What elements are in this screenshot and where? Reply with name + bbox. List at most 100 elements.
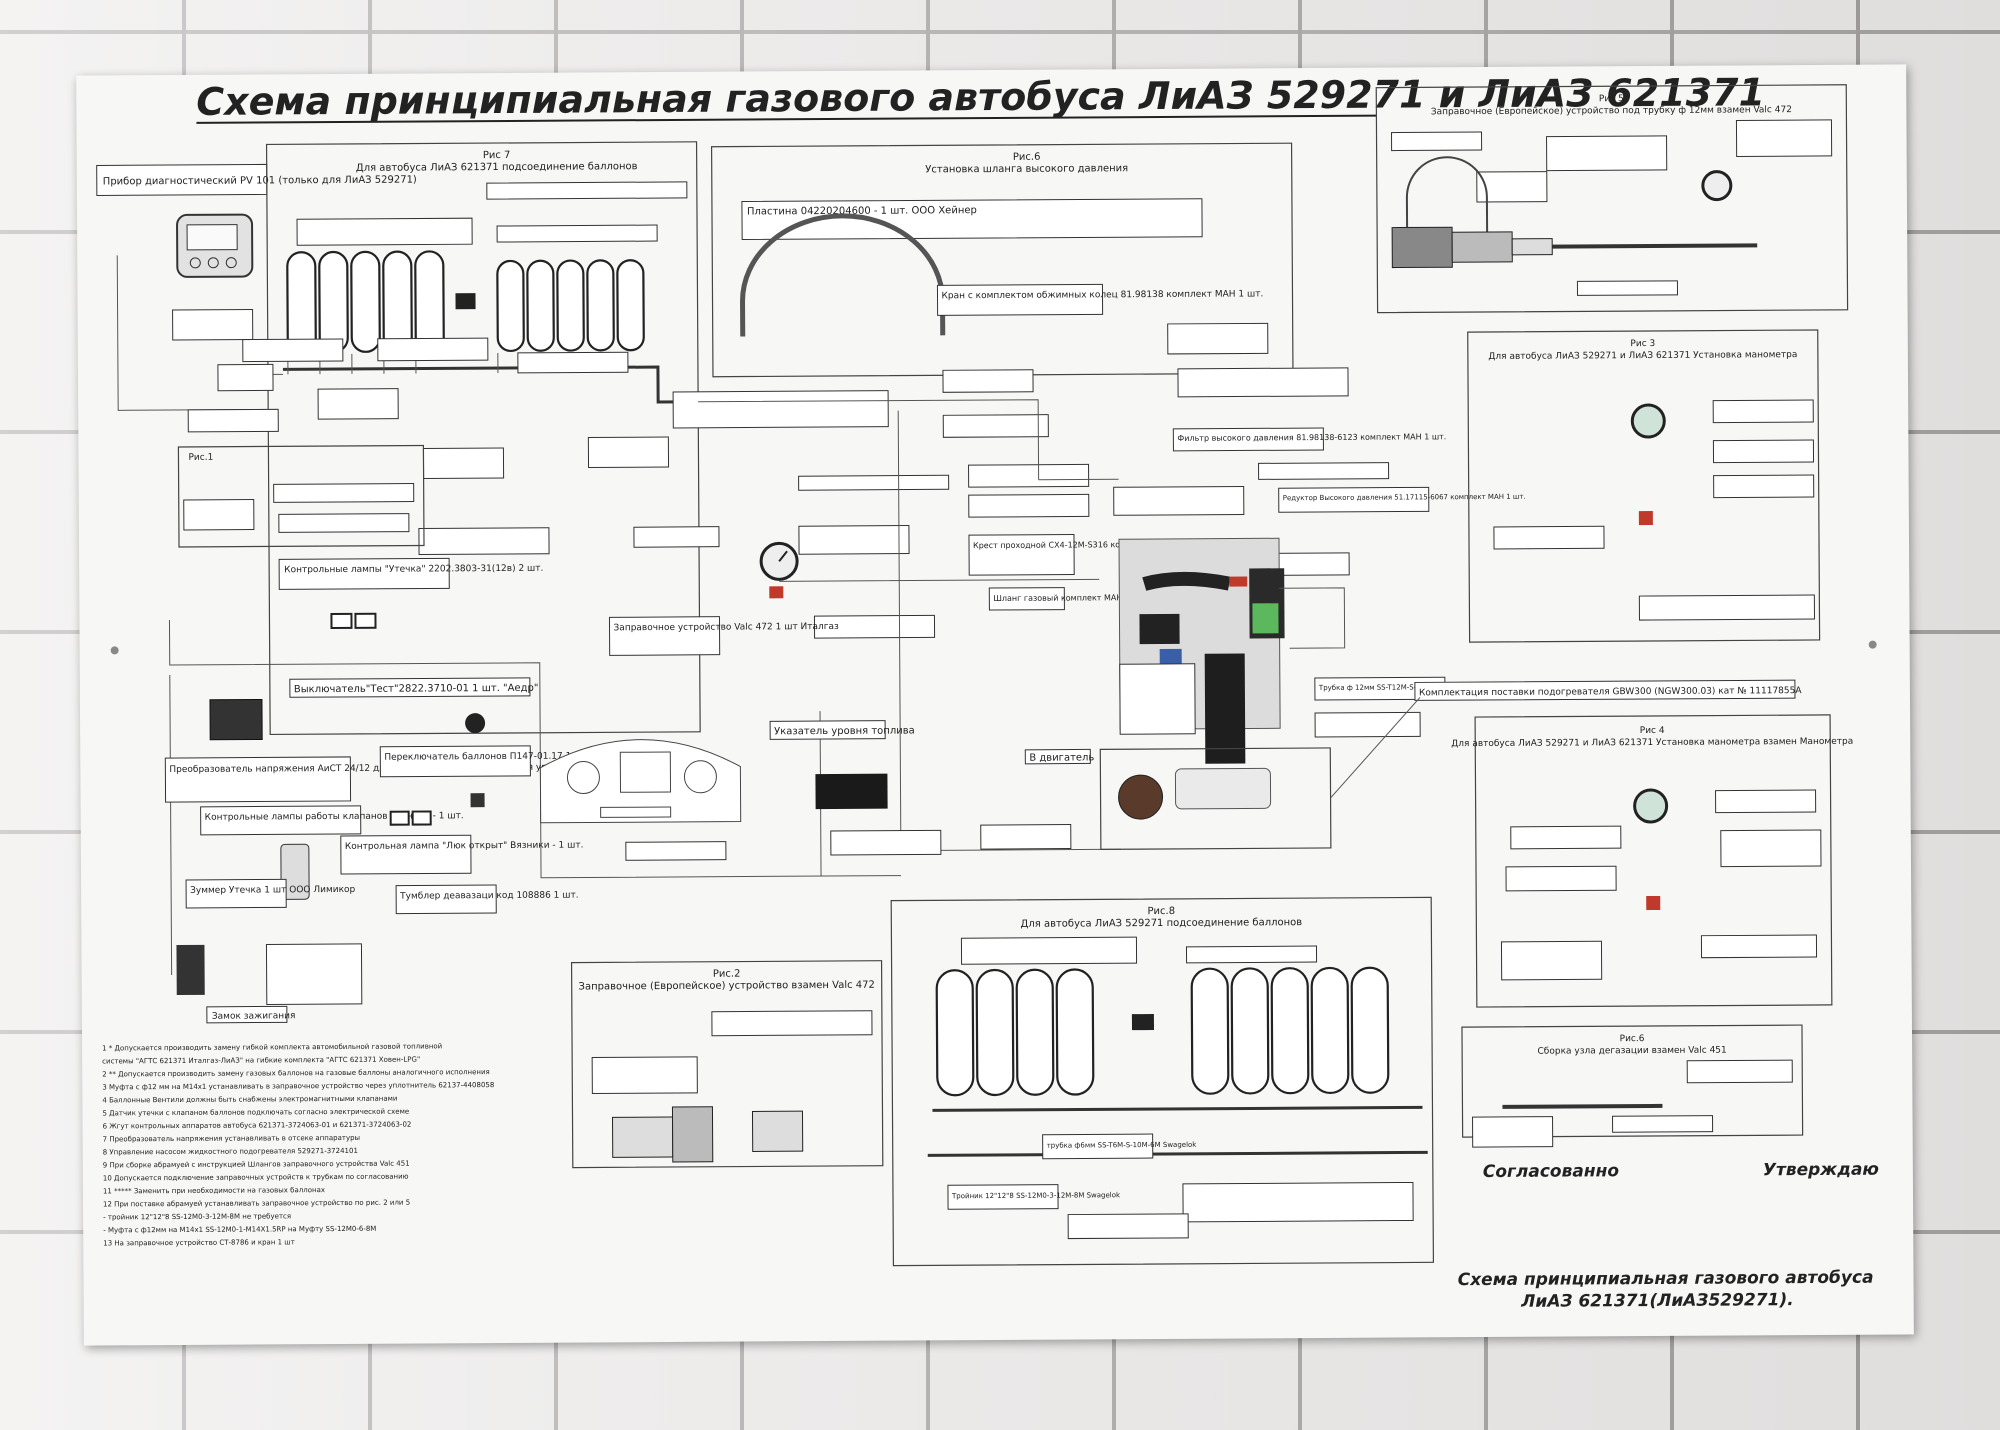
toggle-box bbox=[395, 884, 497, 915]
fig8-caption: Для автобуса ЛиАЗ 529271 подсоединение б… bbox=[1020, 917, 1302, 930]
mounting-hole bbox=[1868, 640, 1877, 649]
switch-test-label: Выключатель"Тест"2822.3710-01 1 шт. "Аед… bbox=[294, 683, 539, 695]
fitting-kit-box bbox=[936, 283, 1104, 316]
schematic-board: Схема принципиальная газового автобуса Л… bbox=[76, 64, 1914, 1346]
svg-text:13 На заправочное устройство С: 13 На заправочное устройство СТ-8786 и к… bbox=[103, 1238, 295, 1247]
fig3-name: Рис 3 bbox=[1630, 339, 1655, 349]
filling-device-box bbox=[608, 616, 721, 656]
ignition-block-icon bbox=[176, 944, 205, 996]
fig6b-frame bbox=[1461, 1024, 1804, 1138]
solenoid-valve-icon bbox=[455, 293, 476, 310]
gas-hose-box bbox=[988, 587, 1065, 611]
hatch-lamp-box bbox=[340, 834, 472, 875]
fig6-name: Рис.6 bbox=[1013, 152, 1041, 163]
valve-lamp-icon bbox=[389, 810, 410, 826]
tube-bend-label: трубка ф6мм SS-T6M-S-10M-6M Swagelok bbox=[1047, 1141, 1198, 1150]
fuel-level-label: Указатель уровня топлива bbox=[774, 725, 915, 737]
filling-device-label: Заправочное устройство Valc 472 1 шт Ита… bbox=[613, 622, 839, 633]
buzzer-label: Зуммер Утечка 1 шт ООО Лимикор bbox=[190, 885, 355, 896]
fig3-frame bbox=[1467, 329, 1821, 643]
hatch-lamp-label: Контрольная лампа "Люк открыт" Вязники -… bbox=[345, 841, 584, 852]
gas-reducer-module bbox=[1118, 537, 1285, 764]
buzzer-icon bbox=[280, 843, 310, 900]
leak-lamp-icon bbox=[330, 612, 353, 630]
high-pressure-hose bbox=[740, 213, 946, 337]
fig7-caption: Для автобуса ЛиАЗ 621371 подсоединение б… bbox=[356, 161, 638, 174]
reducer-box bbox=[1278, 486, 1430, 513]
footer-title-line1: Схема принципиальная газового автобуса bbox=[1458, 1268, 1874, 1291]
fig7-frame bbox=[265, 141, 701, 736]
to-engine-label: В двигатель bbox=[1029, 752, 1094, 763]
svg-text:системы "АГТС 621371 Италгаз-Л: системы "АГТС 621371 Италгаз-ЛиАЗ" на ги… bbox=[102, 1056, 420, 1066]
cylinder-switch-label: Переключатель баллонов П147-01.17 1 шт. … bbox=[384, 751, 669, 763]
fig8-frame bbox=[890, 896, 1435, 1267]
converter-box bbox=[164, 756, 352, 803]
fig7-cylinder-group-2 bbox=[496, 259, 645, 353]
fig4-manometer-icon bbox=[1633, 788, 1669, 824]
valve-lamps-label: Контрольные лампы работы клапанов Вязник… bbox=[205, 811, 464, 823]
control-lamps-leak-box bbox=[278, 557, 450, 590]
fig4-caption: Для автобуса ЛиАЗ 529271 и ЛиАЗ 621371 У… bbox=[1451, 737, 1853, 749]
fig5-manometer-icon bbox=[1701, 170, 1733, 202]
fig8-lower-pipe bbox=[932, 1105, 1423, 1112]
fig5-frame bbox=[1375, 84, 1849, 314]
fig8-solenoid-icon bbox=[1131, 1014, 1154, 1031]
buzzer-box bbox=[185, 878, 287, 909]
valve-lamps-box bbox=[200, 805, 362, 836]
fig7-cylinder-group-1 bbox=[286, 250, 445, 354]
svg-text:11 ***** Заменить при необходи: 11 ***** Заменить при необходимости на г… bbox=[103, 1186, 325, 1195]
tube-12-label: Трубка ф 12мм SS-T12M-S-1,5M-6ME Swagelo… bbox=[1318, 683, 1488, 692]
fig5-name: Рис 5 bbox=[1599, 94, 1624, 104]
ignition-lock-box bbox=[206, 1005, 288, 1024]
cross-label: Крест проходной СХ4-12М-S316 комплект МА… bbox=[973, 540, 1172, 550]
fitting-kit-label: Кран с комплектом обжимных колец 81.9813… bbox=[941, 289, 1263, 301]
toggle-label: Тумблер деавазаци код 108886 1 шт. bbox=[399, 891, 578, 902]
fig8-cylinder-group-1 bbox=[935, 968, 1095, 1097]
fig2-caption: Заправочное (Европейское) устройство вза… bbox=[579, 980, 875, 993]
svg-text:5 Датчик утечки с клапаном бал: 5 Датчик утечки с клапаном баллонов подк… bbox=[102, 1108, 409, 1118]
hose-spec-box bbox=[741, 198, 1203, 241]
main-title: Схема принципиальная газового автобуса Л… bbox=[196, 70, 1765, 124]
fuel-level-indicator-icon bbox=[815, 773, 888, 810]
filter-box bbox=[1172, 427, 1324, 452]
switch-test-box bbox=[289, 677, 531, 698]
fig5-hose bbox=[1405, 156, 1489, 248]
fig5-filling-assembly bbox=[1391, 226, 1758, 269]
tee-box bbox=[947, 1184, 1059, 1210]
to-engine-box bbox=[1024, 748, 1091, 765]
filter-label: Фильтр высокого давления 81.98138-6123 к… bbox=[1177, 432, 1446, 443]
leak-lamp-icon bbox=[354, 612, 377, 629]
diag-device-label: Прибор диагностический PV 101 (только дл… bbox=[103, 175, 417, 188]
heater-kit-box bbox=[1414, 679, 1796, 701]
fig3-manometer-icon bbox=[1630, 403, 1666, 439]
fig8-cylinder-group-2 bbox=[1190, 966, 1390, 1095]
control-lamps-leak-label: Контрольные лампы "Утечка" 2202.3803-31(… bbox=[284, 564, 543, 576]
fig6-caption: Установка шланга высокого давления bbox=[925, 163, 1128, 175]
tube-bend-box bbox=[1042, 1133, 1154, 1160]
fig4-name: Рис 4 bbox=[1640, 726, 1665, 736]
svg-text:10 Допускается подключение зап: 10 Допускается подключение заправочных у… bbox=[103, 1173, 409, 1183]
svg-text:9 При сборке абрамуей с инстру: 9 При сборке абрамуей с инструкцией Шлан… bbox=[103, 1160, 410, 1170]
footer-title-line2: ЛиАЗ 621371(ЛиАЗ529271). bbox=[1520, 1290, 1794, 1312]
svg-text:- Муфта с ф12мм на M14x1 SS-12: - Муфта с ф12мм на M14x1 SS-12M0-1-M14X1… bbox=[103, 1225, 376, 1235]
fig2-name: Рис.2 bbox=[713, 969, 741, 980]
svg-text:3 Муфта с ф12 мм на M14x1 уста: 3 Муфта с ф12 мм на M14x1 устанавливать … bbox=[102, 1081, 494, 1091]
diagnostic-device-icon bbox=[176, 213, 254, 278]
notes-block: 1 * Допускается производить замену гибко… bbox=[102, 1042, 494, 1247]
ignition-lock-label: Замок зажигания bbox=[212, 1011, 296, 1022]
fig3-caption: Для автобуса ЛиАЗ 529271 и ЛиАЗ 621371 У… bbox=[1488, 350, 1797, 362]
heater-kit-label: Комплектация поставки подогревателя GBW3… bbox=[1419, 686, 1802, 698]
fig4-valve-icon bbox=[1646, 895, 1661, 911]
svg-text:- тройник 12"12"8 SS-12M0-3-12: - тройник 12"12"8 SS-12M0-3-12M-8M не тр… bbox=[103, 1212, 291, 1221]
fig1-frame bbox=[177, 444, 425, 548]
cylinder-switch-icon bbox=[470, 793, 485, 808]
instrument-cluster-icon bbox=[539, 739, 742, 824]
fig2-filling-device-icon bbox=[612, 1106, 804, 1163]
test-switch-icon bbox=[465, 713, 486, 734]
fuel-level-box bbox=[769, 720, 886, 740]
fig6b-caption: Сборка узла дегазации взамен Valc 451 bbox=[1537, 1046, 1726, 1057]
svg-text:7 Преобразователь напряжения у: 7 Преобразователь напряжения устанавлива… bbox=[103, 1134, 360, 1144]
manometer-icon bbox=[759, 541, 799, 581]
fig5-caption: Заправочное (Европейское) устройство под… bbox=[1431, 105, 1792, 117]
fig3-valve-icon bbox=[1638, 510, 1653, 526]
